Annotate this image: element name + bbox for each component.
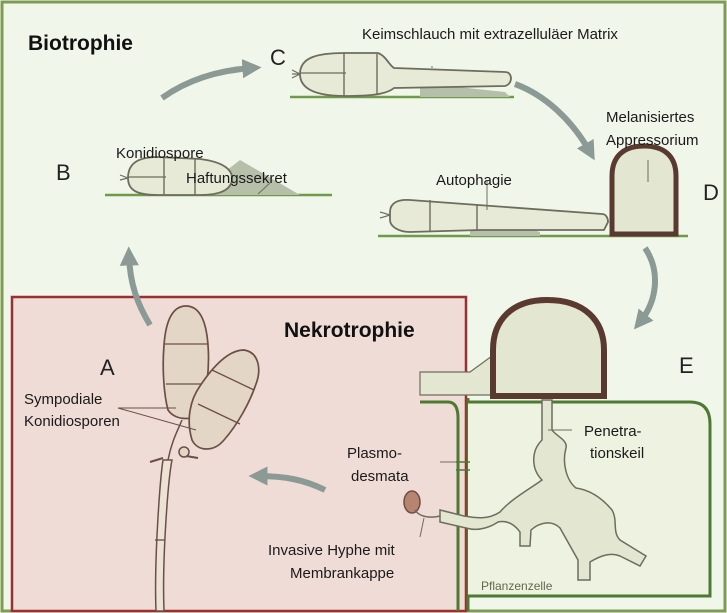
heading-necrotrophy: Nekrotrophie — [284, 319, 415, 342]
stage-label-b: B — [56, 160, 71, 185]
membrane-cap — [404, 491, 420, 513]
label-plasmodesmata-2: desmata — [351, 468, 409, 485]
heading-biotrophy: Biotrophie — [28, 32, 133, 55]
stage-label-e: E — [679, 353, 694, 378]
attachment-point — [179, 447, 189, 457]
label-autophagy: Autophagie — [436, 172, 512, 189]
appressorium-e — [493, 300, 604, 396]
label-invasive-2: Membrankappe — [290, 565, 394, 582]
label-invasive-1: Invasive Hyphe mit — [268, 542, 396, 559]
label-conidiospore: Konidiospore — [116, 145, 204, 162]
melanized-appressorium — [612, 146, 676, 234]
label-melanized-2: Appressorium — [606, 132, 699, 149]
label-sympodial-2: Konidiosporen — [24, 413, 120, 430]
stage-label-d: D — [703, 180, 719, 205]
stage-label-c: C — [270, 45, 286, 70]
stage-label-a: A — [100, 355, 115, 380]
label-penetration-1: Penetra- — [584, 423, 642, 440]
label-sympodial-1: Sympodiale — [24, 391, 102, 408]
label-germ-tube: Keimschlauch mit extrazelluläer Matrix — [362, 26, 618, 43]
label-penetration-2: tionskeil — [590, 445, 644, 462]
label-plant-cell: Pflanzenzelle — [481, 579, 553, 593]
label-melanized-1: Melanisiertes — [606, 109, 694, 126]
label-adhesive-secretion: Haftungssekret — [186, 170, 288, 187]
label-plasmodesmata-1: Plasmo- — [347, 445, 402, 462]
